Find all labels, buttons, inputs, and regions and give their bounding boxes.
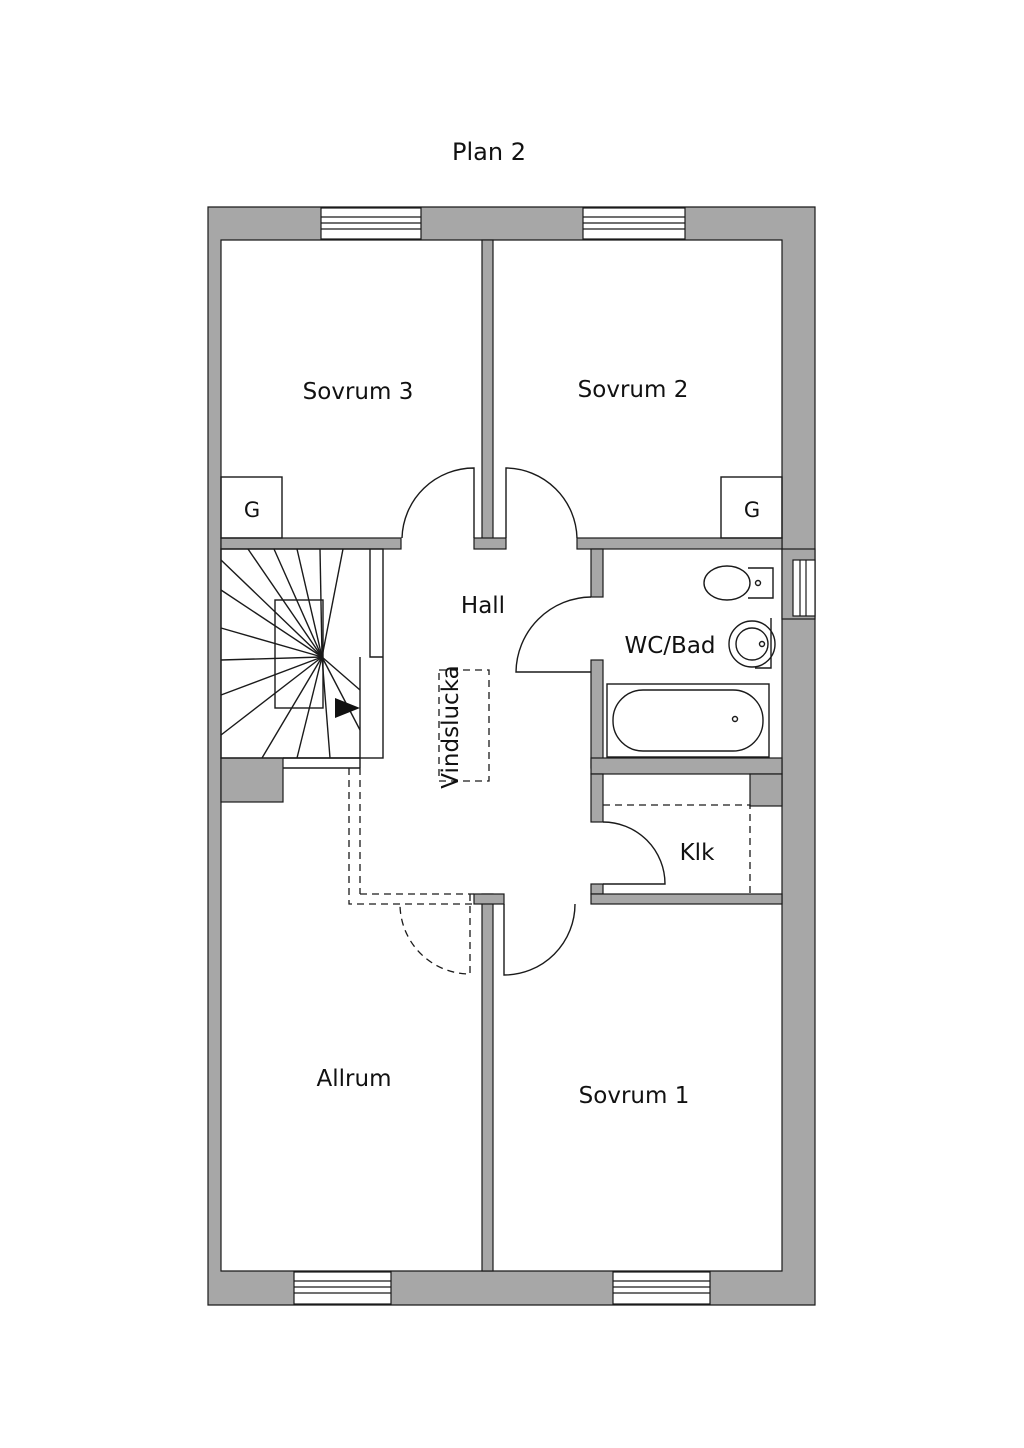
dashed-outline: [348, 768, 474, 905]
sink-icon: [755, 618, 772, 669]
stair-direction-arrow-icon: [335, 698, 360, 718]
room-label-sovrum2: Sovrum 2: [578, 377, 689, 403]
closet-label-right: G: [744, 498, 760, 522]
klk-shelf: [603, 804, 751, 894]
attic-hatch: [438, 669, 490, 782]
closet-sovrum2: [720, 476, 783, 539]
room-label-sovrum3: Sovrum 3: [303, 379, 414, 405]
room-label-klk: Klk: [680, 840, 715, 866]
windows: [293, 207, 816, 1305]
room-label-allrum: Allrum: [317, 1066, 392, 1092]
closet-label-left: G: [244, 498, 260, 522]
room-label-sovrum1: Sovrum 1: [579, 1083, 690, 1109]
staircase: [220, 548, 384, 769]
interior-walls: [220, 239, 816, 1272]
outer-walls: [207, 206, 816, 1306]
bathtub-icon: [606, 683, 770, 758]
window-bad: [792, 559, 816, 617]
window-sovrum1: [612, 1271, 711, 1305]
room-label-hall: Hall: [461, 593, 505, 619]
doors: [399, 467, 666, 976]
toilet-icon: [748, 567, 774, 599]
bathroom-fixtures: [606, 565, 776, 758]
plan-title: Plan 2: [452, 138, 526, 166]
closet-sovrum3: [220, 476, 283, 539]
window-allrum: [293, 1271, 392, 1305]
room-label-wcbad: WC/Bad: [624, 633, 715, 659]
attic-hatch-label: Vindslucka: [438, 665, 464, 788]
